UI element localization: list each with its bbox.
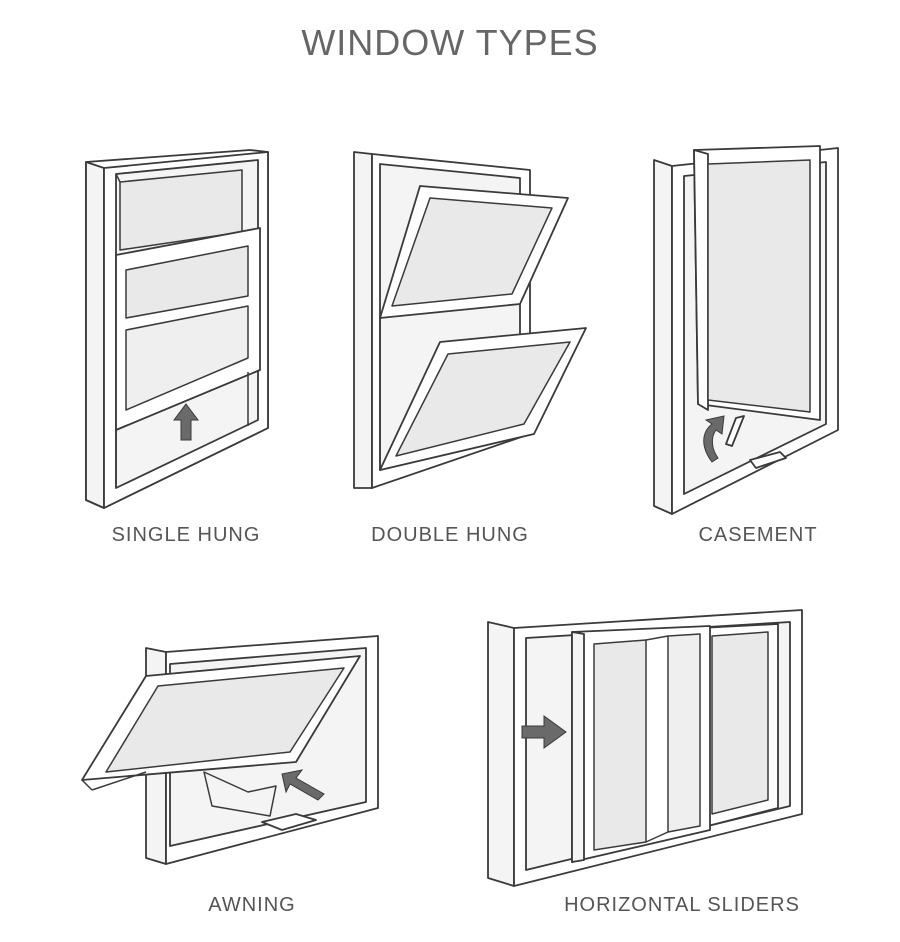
label-horizontal-sliders: HORIZONTAL SLIDERS [564, 894, 800, 916]
page-title: WINDOW TYPES [301, 22, 599, 63]
label-awning: AWNING [208, 894, 296, 916]
label-casement: CASEMENT [698, 524, 818, 546]
label-double-hung: DOUBLE HUNG [371, 524, 529, 546]
label-single-hung: SINGLE HUNG [111, 524, 261, 546]
